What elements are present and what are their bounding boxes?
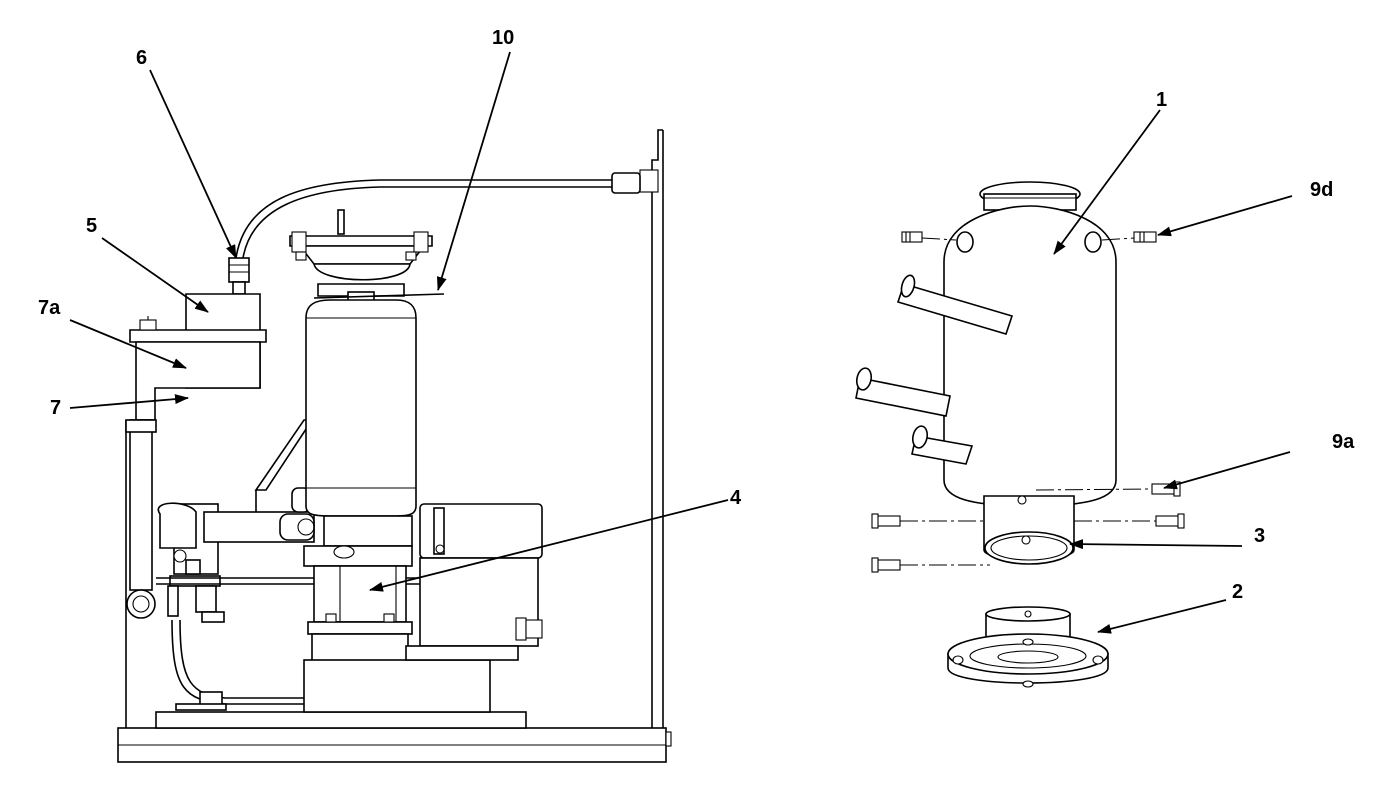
callout-5: 5 bbox=[86, 215, 97, 237]
leader-3 bbox=[1069, 539, 1243, 550]
right-exploded-drawing bbox=[855, 181, 1185, 688]
leader-6 bbox=[149, 69, 237, 259]
leader-2 bbox=[1097, 599, 1227, 634]
callout-1: 1 bbox=[1156, 89, 1167, 111]
leader-1 bbox=[1053, 109, 1161, 255]
leader-9a bbox=[1163, 451, 1291, 490]
callout-9d: 9d bbox=[1310, 179, 1333, 201]
callout-3: 3 bbox=[1254, 525, 1265, 547]
callout-labels: 6 10 5 7a 7 4 1 9d 9a 3 2 bbox=[38, 27, 1355, 603]
leader-4 bbox=[369, 499, 729, 592]
leader-7 bbox=[69, 394, 189, 409]
callout-7: 7 bbox=[50, 397, 61, 419]
callout-2: 2 bbox=[1232, 581, 1243, 603]
leader-7a bbox=[69, 319, 187, 369]
leader-lines bbox=[69, 51, 1293, 634]
left-assembly-drawing bbox=[117, 129, 672, 763]
callout-10: 10 bbox=[492, 27, 514, 49]
callout-7a: 7a bbox=[38, 297, 61, 319]
callout-4: 4 bbox=[730, 487, 742, 509]
leader-5 bbox=[101, 237, 209, 313]
callout-6: 6 bbox=[136, 47, 147, 69]
leader-10 bbox=[436, 51, 511, 291]
leader-9d bbox=[1157, 195, 1293, 237]
callout-9a: 9a bbox=[1332, 431, 1355, 453]
